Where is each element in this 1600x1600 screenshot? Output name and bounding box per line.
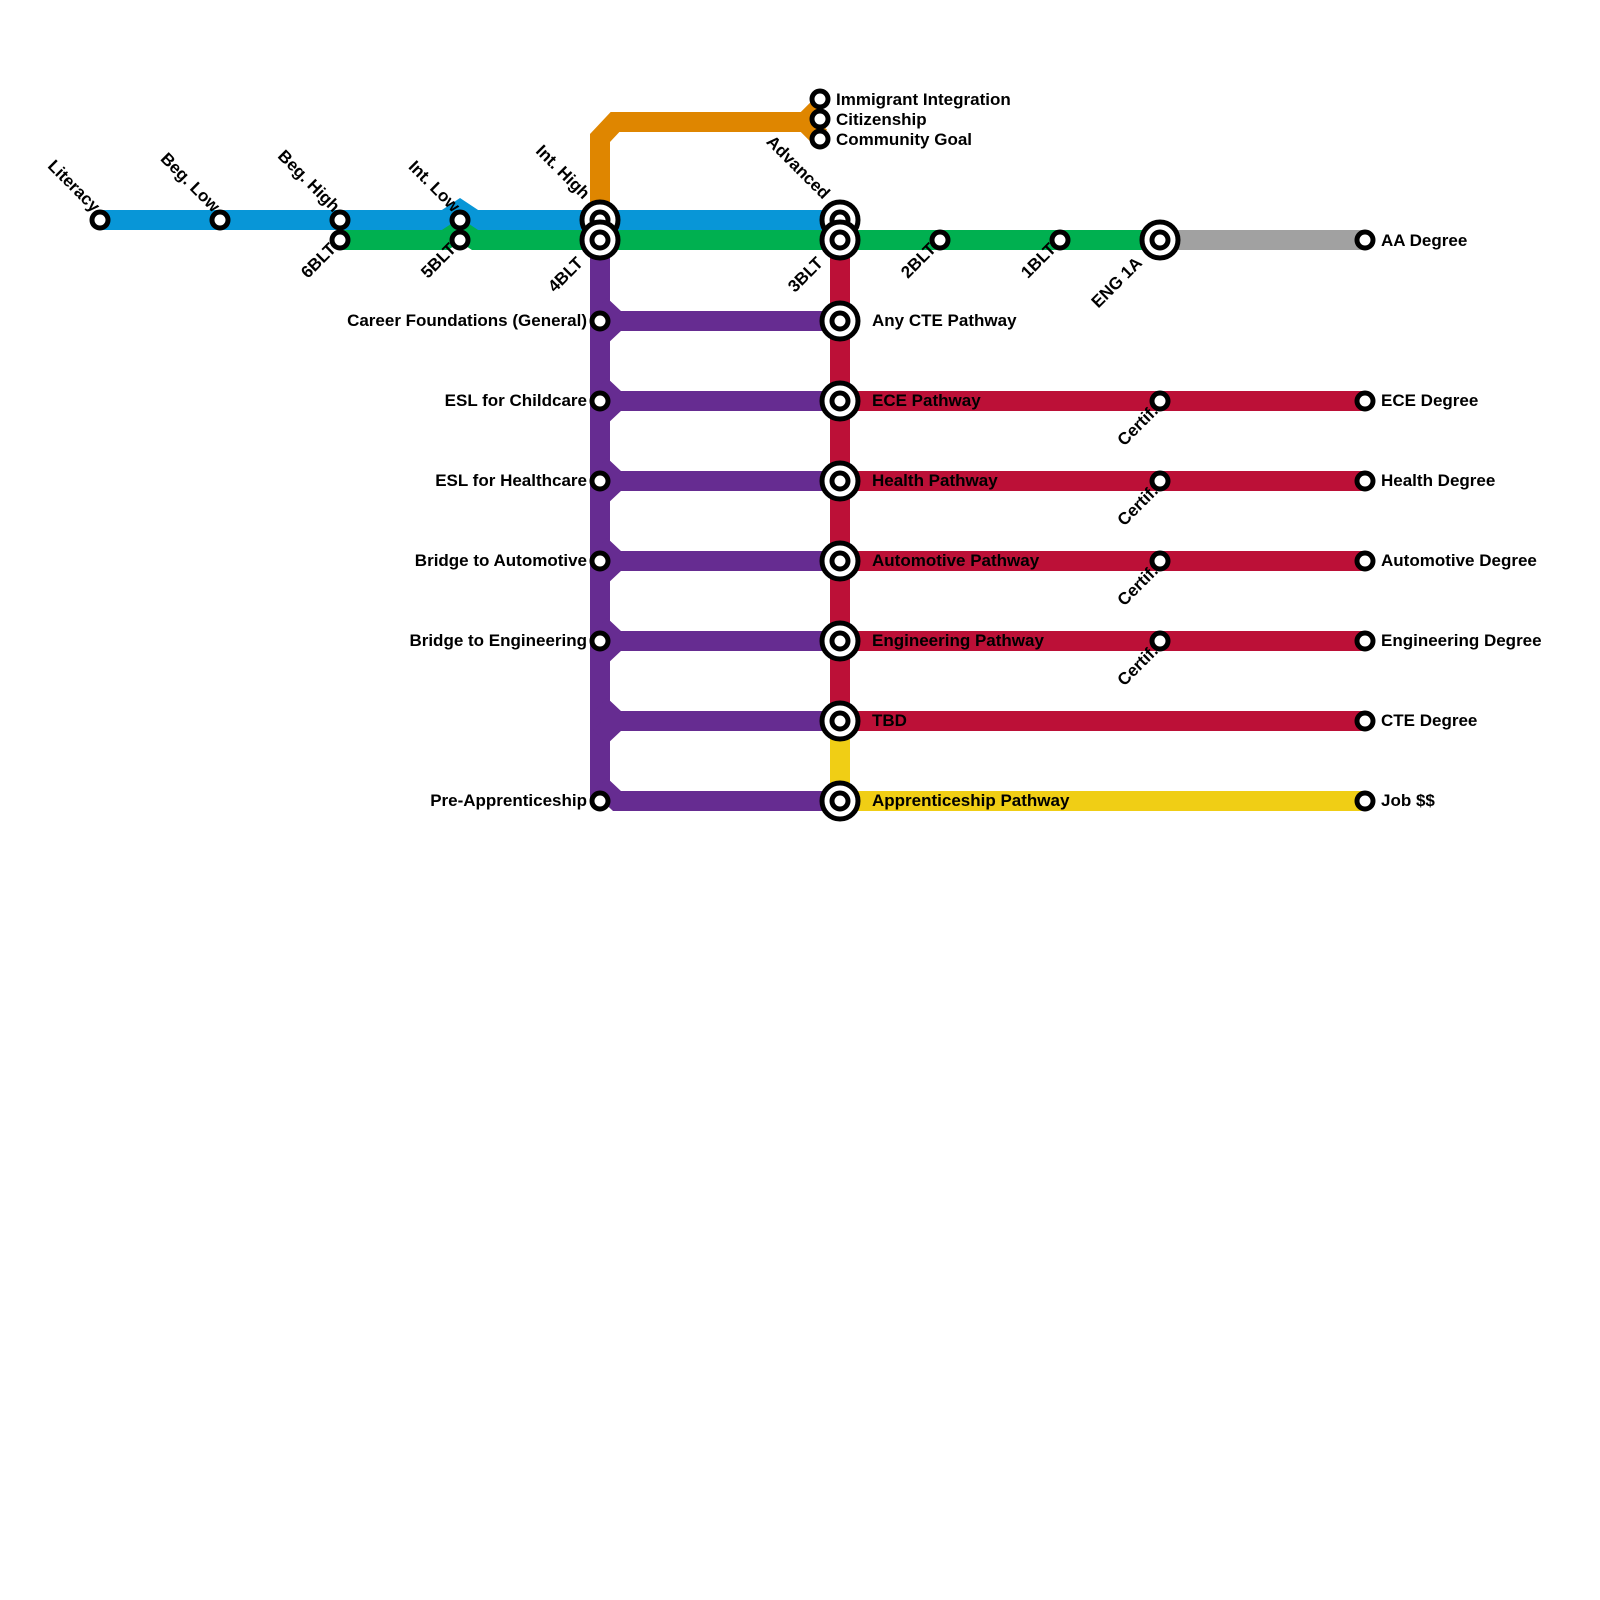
station-certif-automotive[interactable] bbox=[1149, 550, 1171, 572]
station-beg-low[interactable] bbox=[209, 209, 231, 231]
station-certif-engineering[interactable] bbox=[1149, 630, 1171, 652]
label-health-degree: Health Degree bbox=[1381, 471, 1495, 490]
branch-bridge-engineering bbox=[593, 617, 840, 665]
station-aa-degree[interactable] bbox=[1354, 229, 1376, 251]
station-5blt[interactable] bbox=[449, 229, 471, 251]
label-career-foundations: Career Foundations (General) bbox=[347, 311, 587, 330]
label-community-goal: Community Goal bbox=[836, 130, 972, 149]
station-immigrant-integration[interactable] bbox=[809, 88, 831, 110]
station-int-low[interactable] bbox=[449, 209, 471, 231]
label-cte-degree: CTE Degree bbox=[1381, 711, 1477, 730]
station-labels: Literacy Beg. Low Beg. High Int. Low Int… bbox=[44, 90, 1542, 810]
station-certif-ece[interactable] bbox=[1149, 390, 1171, 412]
label-citizenship: Citizenship bbox=[836, 110, 927, 129]
branch-bridge-automotive bbox=[593, 537, 840, 585]
station-eng1a[interactable] bbox=[1139, 219, 1181, 261]
label-int-high: Int. High bbox=[532, 141, 594, 203]
station-health-degree[interactable] bbox=[1354, 470, 1376, 492]
label-literacy: Literacy bbox=[44, 156, 104, 216]
line-apprenticeship bbox=[830, 721, 1365, 811]
station-engineering-degree[interactable] bbox=[1354, 630, 1376, 652]
label-any-cte: Any CTE Pathway bbox=[872, 311, 1017, 330]
station-esl-healthcare[interactable] bbox=[589, 470, 611, 492]
station-tbd[interactable] bbox=[819, 700, 861, 742]
station-bridge-engineering[interactable] bbox=[589, 630, 611, 652]
station-esl-childcare[interactable] bbox=[589, 390, 611, 412]
label-engineering-pathway: Engineering Pathway bbox=[872, 631, 1044, 650]
station-4blt[interactable] bbox=[579, 219, 621, 261]
line-cte-branches bbox=[840, 391, 1365, 731]
station-health-pathway[interactable] bbox=[819, 460, 861, 502]
label-beg-low: Beg. Low bbox=[157, 149, 224, 216]
station-community-goal[interactable] bbox=[809, 128, 831, 150]
label-3blt: 3BLT bbox=[784, 253, 827, 296]
station-automotive-degree[interactable] bbox=[1354, 550, 1376, 572]
station-career-foundations[interactable] bbox=[589, 310, 611, 332]
label-automotive-degree: Automotive Degree bbox=[1381, 551, 1537, 570]
station-bridge-automotive[interactable] bbox=[589, 550, 611, 572]
station-ece-degree[interactable] bbox=[1354, 390, 1376, 412]
station-2blt[interactable] bbox=[929, 229, 951, 251]
station-apprenticeship-pathway[interactable] bbox=[819, 780, 861, 822]
station-engineering-pathway[interactable] bbox=[819, 620, 861, 662]
label-job: Job $$ bbox=[1381, 791, 1435, 810]
stations bbox=[89, 88, 1376, 822]
station-automotive-pathway[interactable] bbox=[819, 540, 861, 582]
label-bridge-engineering: Bridge to Engineering bbox=[409, 631, 587, 650]
label-beg-high: Beg. High bbox=[274, 146, 344, 216]
label-apprenticeship-pathway: Apprenticeship Pathway bbox=[872, 791, 1070, 810]
label-eng1a: ENG 1A bbox=[1088, 253, 1146, 311]
station-cte-degree[interactable] bbox=[1354, 710, 1376, 732]
line-bridges-branches bbox=[593, 297, 840, 811]
route-lines bbox=[100, 99, 1365, 811]
label-automotive-pathway: Automotive Pathway bbox=[872, 551, 1040, 570]
label-tbd: TBD bbox=[872, 711, 907, 730]
station-citizenship[interactable] bbox=[809, 108, 831, 130]
label-esl-healthcare: ESL for Healthcare bbox=[435, 471, 587, 490]
station-job[interactable] bbox=[1354, 790, 1376, 812]
branch-career-foundations bbox=[593, 297, 840, 345]
station-ece-pathway[interactable] bbox=[819, 380, 861, 422]
station-pre-apprenticeship[interactable] bbox=[589, 790, 611, 812]
label-engineering-degree: Engineering Degree bbox=[1381, 631, 1542, 650]
label-aa-degree: AA Degree bbox=[1381, 231, 1467, 250]
branch-esl-healthcare bbox=[593, 457, 840, 505]
station-literacy[interactable] bbox=[89, 209, 111, 231]
label-4blt: 4BLT bbox=[544, 253, 587, 296]
station-3blt[interactable] bbox=[819, 219, 861, 261]
label-ece-pathway: ECE Pathway bbox=[872, 391, 981, 410]
branch-pre-apprenticeship bbox=[593, 777, 840, 811]
station-any-cte[interactable] bbox=[819, 300, 861, 342]
label-esl-childcare: ESL for Childcare bbox=[445, 391, 587, 410]
label-ece-degree: ECE Degree bbox=[1381, 391, 1478, 410]
label-int-low: Int. Low bbox=[405, 157, 464, 216]
station-certif-health[interactable] bbox=[1149, 470, 1171, 492]
label-pre-apprenticeship: Pre-Apprenticeship bbox=[430, 791, 587, 810]
station-1blt[interactable] bbox=[1049, 229, 1071, 251]
branch-tbd bbox=[593, 697, 840, 745]
station-beg-high[interactable] bbox=[329, 209, 351, 231]
station-6blt[interactable] bbox=[329, 229, 351, 251]
label-immigrant-integration: Immigrant Integration bbox=[836, 90, 1011, 109]
label-bridge-automotive: Bridge to Automotive bbox=[415, 551, 587, 570]
label-health-pathway: Health Pathway bbox=[872, 471, 998, 490]
branch-esl-childcare bbox=[593, 377, 840, 425]
